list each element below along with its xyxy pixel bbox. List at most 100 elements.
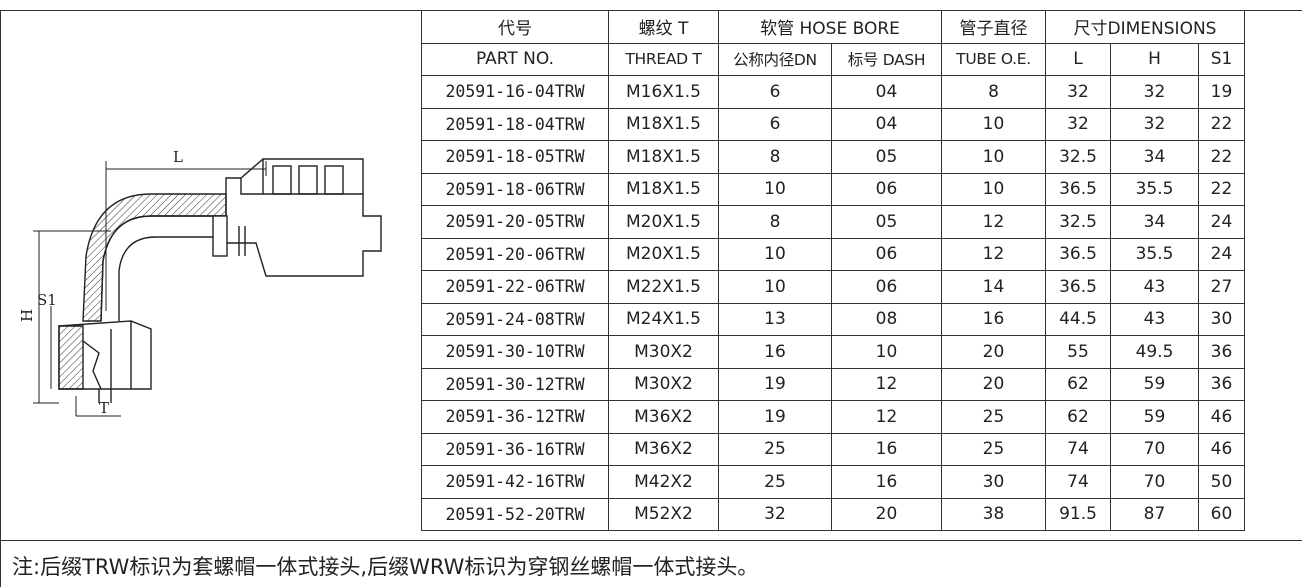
cell-dn: 8 [718, 205, 832, 239]
cell-tube-od: 10 [941, 140, 1046, 174]
cell-dash: 16 [831, 432, 942, 466]
cell-tube-od: 12 [941, 205, 1046, 239]
cell-s1: 30 [1198, 302, 1245, 336]
cell-h: 70 [1110, 465, 1199, 499]
cell-h: 32 [1110, 75, 1199, 109]
dimension-label-t: T [99, 399, 109, 417]
header-part-no: PART NO. [421, 42, 609, 76]
cell-s1: 24 [1198, 237, 1245, 271]
cell-part-no: 20591-22-06TRW [421, 270, 609, 304]
cell-dash: 06 [831, 270, 942, 304]
cell-dn: 6 [718, 75, 832, 109]
header-tube-od-cn: 管子直径 [941, 10, 1046, 44]
header-l: L [1045, 42, 1111, 76]
cell-thread: M18X1.5 [608, 172, 719, 206]
cell-s1: 19 [1198, 75, 1245, 109]
cell-thread: M42X2 [608, 465, 719, 499]
cell-thread: M36X2 [608, 400, 719, 434]
cell-tube-od: 20 [941, 335, 1046, 369]
cell-h: 35.5 [1110, 172, 1199, 206]
cell-h: 49.5 [1110, 335, 1199, 369]
cell-h: 34 [1110, 140, 1199, 174]
cell-h: 70 [1110, 432, 1199, 466]
header-h: H [1110, 42, 1199, 76]
cell-thread: M30X2 [608, 335, 719, 369]
cell-tube-od: 25 [941, 400, 1046, 434]
cell-dn: 19 [718, 367, 832, 401]
cell-dash: 10 [831, 335, 942, 369]
header-row-cn: 代号 螺纹 T 软管 HOSE BORE 管子直径 尺寸DIMENSIONS [421, 10, 1245, 44]
cell-l: 32 [1045, 107, 1111, 141]
cell-dn: 10 [718, 237, 832, 271]
cell-l: 55 [1045, 335, 1111, 369]
cell-s1: 22 [1198, 107, 1245, 141]
cell-part-no: 20591-20-05TRW [421, 205, 609, 239]
spec-table: 代号 螺纹 T 软管 HOSE BORE 管子直径 尺寸DIMENSIONS P… [421, 10, 1245, 531]
cell-h: 43 [1110, 302, 1199, 336]
cell-part-no: 20591-18-05TRW [421, 140, 609, 174]
cell-l: 36.5 [1045, 172, 1111, 206]
dimension-label-l: L [173, 148, 183, 166]
cell-l: 32 [1045, 75, 1111, 109]
cell-dash: 20 [831, 497, 942, 531]
cell-tube-od: 8 [941, 75, 1046, 109]
cell-h: 43 [1110, 270, 1199, 304]
header-dash: 标号 DASH [831, 42, 942, 76]
cell-l: 36.5 [1045, 270, 1111, 304]
cell-l: 32.5 [1045, 140, 1111, 174]
footnote: 注:后缀TRW标识为套螺帽一体式接头,后缀WRW标识为穿钢丝螺帽一体式接头。 [0, 540, 1302, 587]
cell-dn: 25 [718, 465, 832, 499]
cell-thread: M16X1.5 [608, 75, 719, 109]
cell-tube-od: 14 [941, 270, 1046, 304]
cell-dash: 06 [831, 237, 942, 271]
header-thread-cn: 螺纹 T [608, 10, 719, 44]
header-tube-od-en: TUBE O.E. [941, 42, 1046, 76]
cell-l: 74 [1045, 432, 1111, 466]
cell-h: 59 [1110, 367, 1199, 401]
cell-part-no: 20591-52-20TRW [421, 497, 609, 531]
cell-tube-od: 12 [941, 237, 1046, 271]
cell-h: 35.5 [1110, 237, 1199, 271]
dimension-label-s1: S1 [37, 291, 57, 309]
cell-thread: M20X1.5 [608, 237, 719, 271]
cell-dash: 05 [831, 205, 942, 239]
cell-tube-od: 16 [941, 302, 1046, 336]
cell-dn: 10 [718, 172, 832, 206]
cell-dash: 04 [831, 75, 942, 109]
header-code: 代号 [421, 10, 609, 44]
cell-dash: 08 [831, 302, 942, 336]
cell-part-no: 20591-16-04TRW [421, 75, 609, 109]
cell-dn: 8 [718, 140, 832, 174]
cell-tube-od: 30 [941, 465, 1046, 499]
cell-l: 36.5 [1045, 237, 1111, 271]
cell-part-no: 20591-30-12TRW [421, 367, 609, 401]
cell-l: 62 [1045, 400, 1111, 434]
header-thread-en: THREAD T [608, 42, 719, 76]
cell-s1: 46 [1198, 432, 1245, 466]
cell-dn: 13 [718, 302, 832, 336]
cell-h: 59 [1110, 400, 1199, 434]
cell-h: 87 [1110, 497, 1199, 531]
cell-part-no: 20591-18-06TRW [421, 172, 609, 206]
cell-part-no: 20591-30-10TRW [421, 335, 609, 369]
cell-s1: 36 [1198, 367, 1245, 401]
cell-thread: M52X2 [608, 497, 719, 531]
cell-l: 32.5 [1045, 205, 1111, 239]
cell-dash: 05 [831, 140, 942, 174]
cell-dash: 04 [831, 107, 942, 141]
cell-dn: 32 [718, 497, 832, 531]
cell-tube-od: 10 [941, 172, 1046, 206]
cell-h: 32 [1110, 107, 1199, 141]
footnote-text: 注:后缀TRW标识为套螺帽一体式接头,后缀WRW标识为穿钢丝螺帽一体式接头。 [12, 555, 759, 579]
